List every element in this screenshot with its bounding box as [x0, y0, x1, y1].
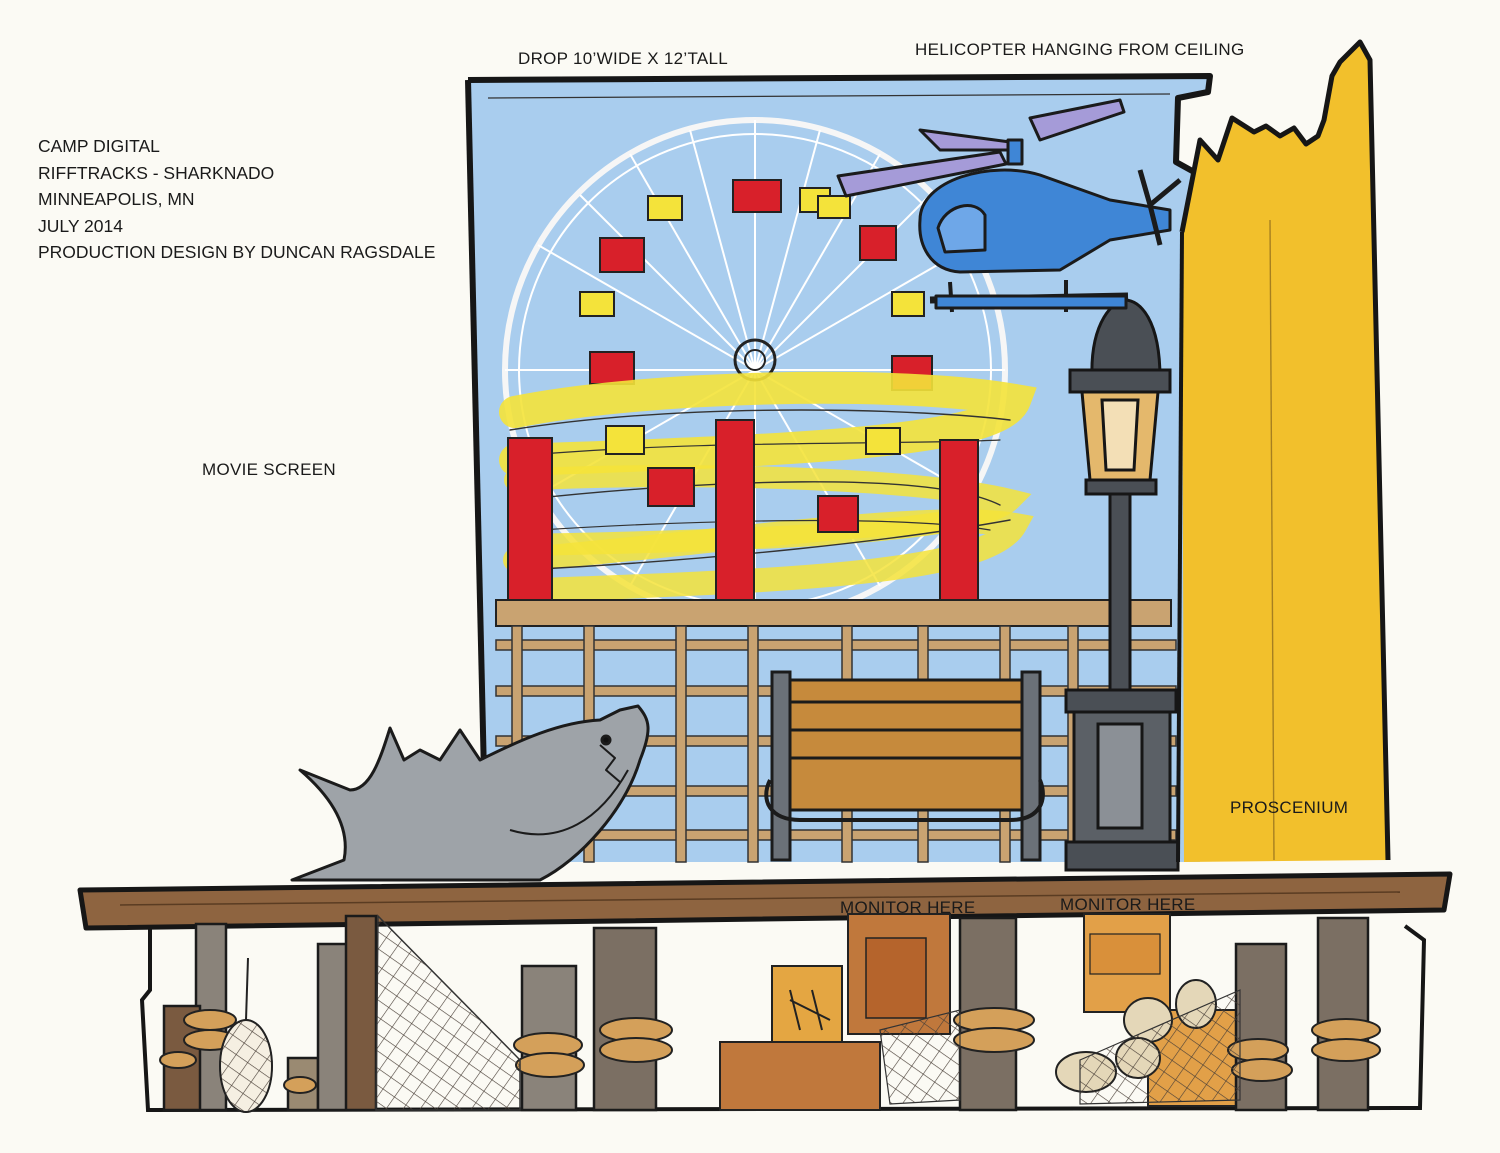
title-line-project: RIFFTRACKS - SHARKNADO [38, 162, 275, 183]
title-line-location: MINNEAPOLIS, MN [38, 189, 195, 209]
under-deck [139, 913, 1427, 1113]
park-bench [764, 670, 1045, 862]
helicopter [836, 98, 1182, 313]
monitor-label-2: MONITOR HERE [1060, 895, 1196, 914]
title-block: CAMP DIGITAL RIFFTRACKS - SHARKNADO MINN… [38, 133, 435, 266]
proscenium-label: PROSCENIUM [1230, 798, 1349, 817]
red-towers [507, 419, 979, 611]
title-line-company: CAMP DIGITAL [38, 136, 160, 156]
title-line-date: JULY 2014 [38, 215, 123, 236]
proscenium [1176, 39, 1391, 863]
movie-screen-label: MOVIE SCREEN [202, 460, 336, 479]
pier-deck [77, 871, 1453, 931]
title-line-credit: PRODUCTION DESIGN BY DUNCAN RAGSDALE [38, 242, 436, 262]
sharknado-swirl [499, 371, 1037, 602]
drop-size-label: DROP 10’WIDE X 12’TALL [518, 49, 729, 68]
shark [290, 704, 650, 882]
hand-net [219, 957, 273, 1113]
backdrop-drop [465, 73, 1213, 863]
monitor-label-1: MONITOR HERE [840, 898, 976, 917]
helicopter-label: HELICOPTER HANGING FROM CEILING [915, 40, 1245, 59]
